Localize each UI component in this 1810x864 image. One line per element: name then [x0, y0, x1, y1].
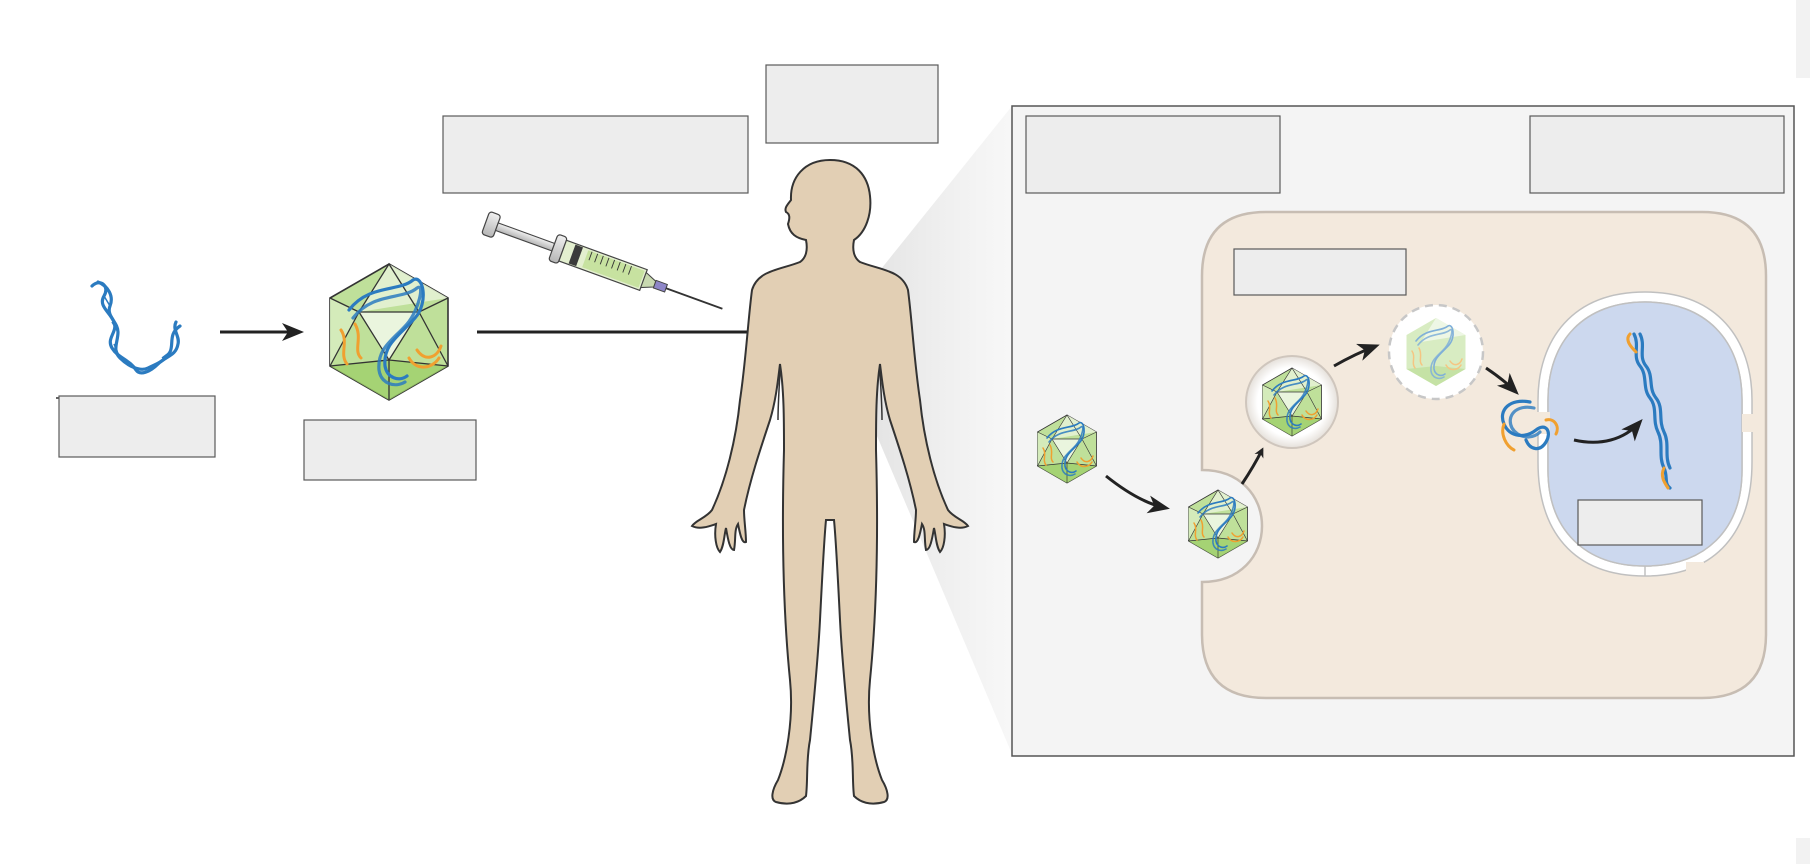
panel-top-left-label-box: [1025, 115, 1281, 194]
dna-label-box: [58, 395, 216, 458]
patient-label-box: [765, 64, 939, 144]
arrow-step-1: [1105, 474, 1170, 514]
dna-entering-nucleus-icon: [1500, 399, 1559, 452]
nuclear-pore: [1742, 414, 1754, 432]
nucleus-label-box: [1577, 499, 1703, 546]
arrow-step-2: [1240, 447, 1264, 485]
scrollbar-bottom-edge: [1796, 838, 1810, 864]
dna-in-nucleus-icon: [1626, 332, 1672, 490]
dna-double-helix-icon: [90, 280, 182, 375]
panel-top-right-label-box: [1529, 115, 1785, 194]
nuclear-pore: [1686, 562, 1704, 578]
cell-label-box: [1233, 248, 1407, 296]
human-body-icon: [690, 158, 970, 805]
syringe-icon: [481, 211, 723, 310]
viral-vector-capsid-icon: [329, 263, 449, 401]
vector-uncoating-icon: [1406, 318, 1466, 386]
scrollbar-top-edge: [1796, 0, 1810, 78]
arrow-step-5: [1573, 419, 1643, 444]
syringe-label-box: [442, 115, 749, 194]
arrow-step-3: [1333, 343, 1380, 368]
arrow-step-4: [1485, 366, 1519, 395]
vector-label-box: [303, 419, 477, 481]
